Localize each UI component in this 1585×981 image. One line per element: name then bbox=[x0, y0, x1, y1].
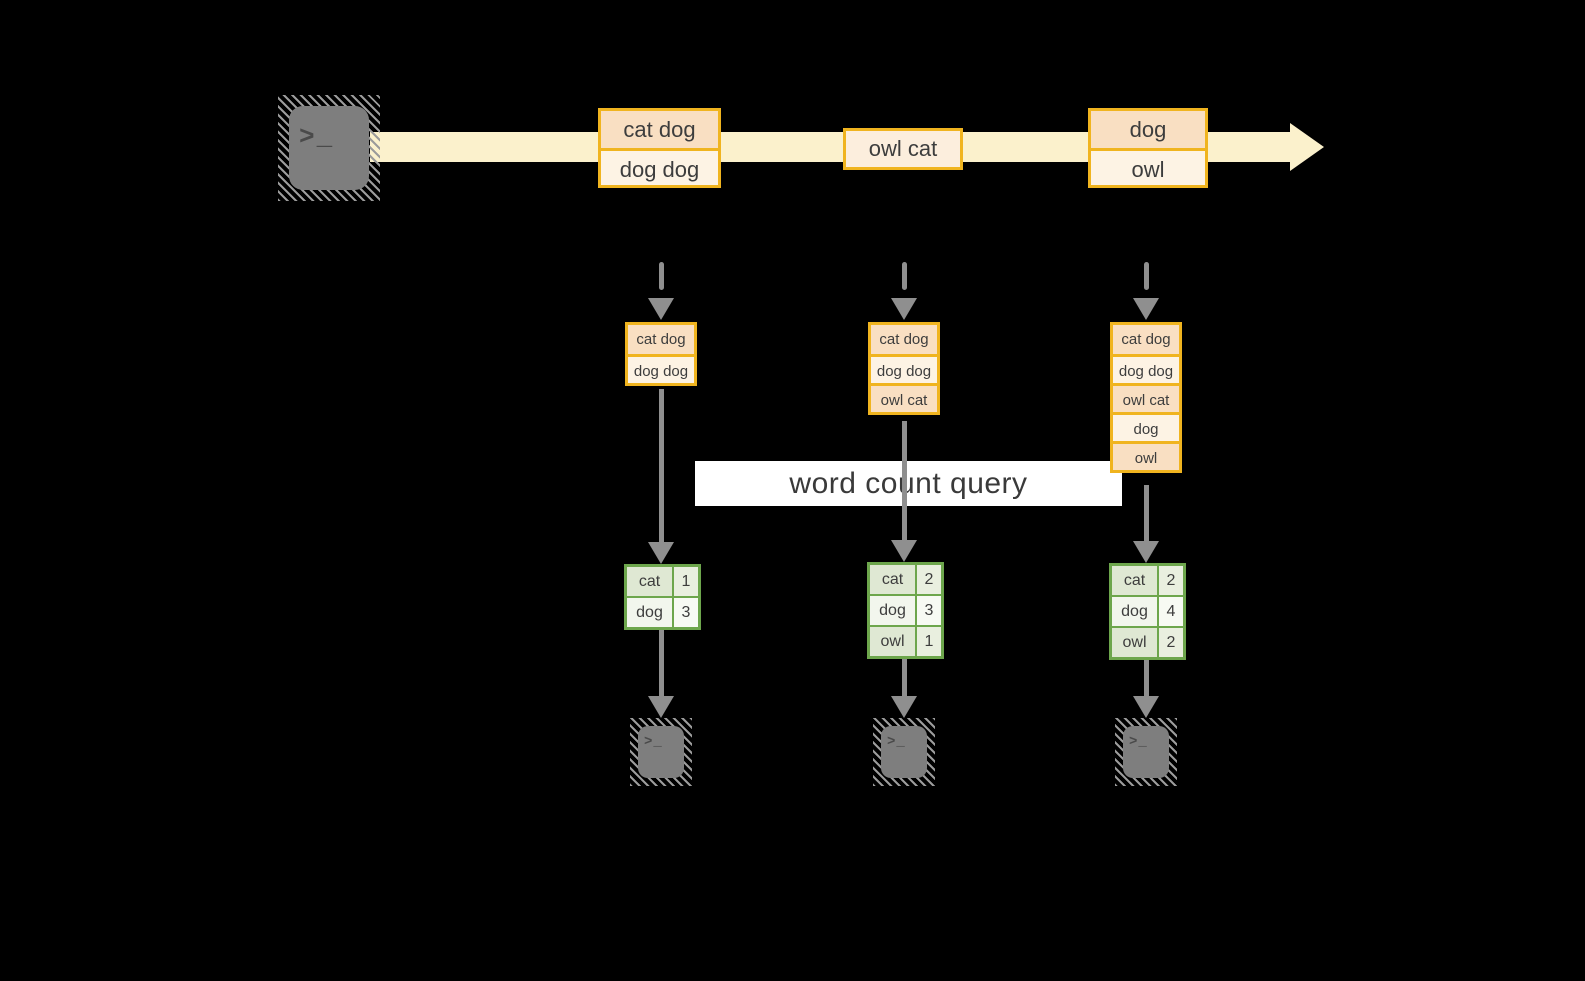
word-cell: cat bbox=[627, 567, 672, 596]
stack-record: dog dog bbox=[628, 354, 694, 383]
count-cell: 2 bbox=[917, 565, 941, 594]
dashed-arrow-segment bbox=[902, 262, 907, 290]
stack-record: dog bbox=[1113, 412, 1179, 441]
query-arrow-head-icon bbox=[891, 540, 917, 562]
terminal-body: >_ bbox=[638, 726, 684, 778]
stream-record: dog dog bbox=[601, 148, 718, 185]
stream-record: owl cat bbox=[846, 131, 960, 167]
query-banner: word count query bbox=[695, 461, 1122, 506]
output-arrow-line bbox=[1144, 660, 1149, 696]
word-cell: cat bbox=[1112, 566, 1157, 595]
query-arrow-line bbox=[902, 421, 907, 540]
count-cell: 3 bbox=[674, 598, 698, 627]
stack-record: owl bbox=[1113, 441, 1179, 470]
query-arrow-head-icon bbox=[1133, 541, 1159, 563]
output-arrow-head-icon bbox=[891, 696, 917, 718]
word-cell: dog bbox=[627, 598, 672, 627]
dashed-arrow-segment bbox=[659, 262, 664, 290]
count-cell: 4 bbox=[1159, 597, 1183, 626]
stack-record: cat dog bbox=[1113, 325, 1179, 354]
stream-record-batch: owl cat bbox=[843, 128, 963, 170]
output-arrow-head-icon bbox=[1133, 696, 1159, 718]
word-cell: owl bbox=[870, 627, 915, 656]
count-cell: 3 bbox=[917, 596, 941, 625]
stack-record: owl cat bbox=[871, 383, 937, 412]
count-cell: 1 bbox=[674, 567, 698, 596]
consumer-terminal-icon: >_ bbox=[873, 718, 935, 786]
output-arrow-head-icon bbox=[648, 696, 674, 718]
word-cell: cat bbox=[870, 565, 915, 594]
query-arrow-line bbox=[659, 389, 664, 542]
stream-record: cat dog bbox=[601, 111, 718, 148]
terminal-body: >_ bbox=[881, 726, 927, 778]
event-stream-arrowhead-icon bbox=[1290, 123, 1324, 171]
word-cell: owl bbox=[1112, 628, 1157, 657]
query-banner-label: word count query bbox=[789, 466, 1028, 500]
terminal-prompt-glyph: >_ bbox=[887, 734, 906, 750]
count-cell: 2 bbox=[1159, 566, 1183, 595]
terminal-body: >_ bbox=[289, 106, 369, 190]
stream-record: owl bbox=[1091, 148, 1205, 185]
stack-record: owl cat bbox=[1113, 383, 1179, 412]
word-cell: dog bbox=[1112, 597, 1157, 626]
stack-record: cat dog bbox=[871, 325, 937, 354]
output-arrow-line bbox=[659, 630, 664, 696]
dashed-arrow-head-icon bbox=[648, 298, 674, 320]
terminal-prompt-glyph: >_ bbox=[644, 734, 663, 750]
stack-record: cat dog bbox=[628, 325, 694, 354]
count-cell: 2 bbox=[1159, 628, 1183, 657]
terminal-prompt-glyph: >_ bbox=[1129, 734, 1148, 750]
count-cell: 1 bbox=[917, 627, 941, 656]
terminal-prompt-glyph: >_ bbox=[299, 122, 335, 152]
terminal-body: >_ bbox=[1123, 726, 1169, 778]
stack-record: dog dog bbox=[871, 354, 937, 383]
word-cell: dog bbox=[870, 596, 915, 625]
consumer-terminal-icon: >_ bbox=[1115, 718, 1177, 786]
output-arrow-line bbox=[902, 659, 907, 696]
dashed-arrow-head-icon bbox=[1133, 298, 1159, 320]
dashed-arrow-head-icon bbox=[891, 298, 917, 320]
stream-record: dog bbox=[1091, 111, 1205, 148]
query-arrow-line bbox=[1144, 485, 1149, 541]
dashed-arrow-segment bbox=[1144, 262, 1149, 290]
query-arrow-head-icon bbox=[648, 542, 674, 564]
source-terminal-icon: >_ bbox=[278, 95, 380, 201]
consumer-terminal-icon: >_ bbox=[630, 718, 692, 786]
stack-record: dog dog bbox=[1113, 354, 1179, 383]
